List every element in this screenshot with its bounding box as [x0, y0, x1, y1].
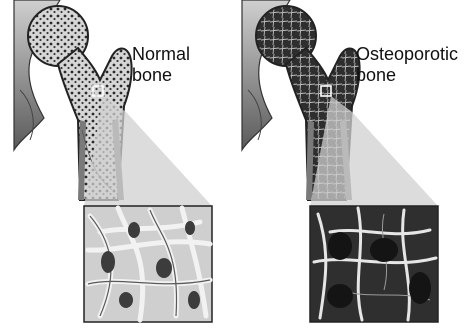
normal-magnified-view	[84, 206, 212, 322]
normal-bone-label-line2: bone	[132, 65, 190, 86]
osteo-magnifier-cone	[310, 96, 438, 206]
normal-bone-label-line1: Normal	[132, 44, 190, 65]
osteoporotic-bone-label-line1: Osteoporotic	[356, 44, 458, 65]
osteo-magnified-view	[310, 206, 438, 322]
normal-bone-label: Normal bone	[132, 44, 190, 86]
normal-magnifier-cone	[84, 96, 212, 206]
osteoporotic-bone-label: Osteoporotic bone	[356, 44, 458, 86]
osteoporotic-bone-label-line2: bone	[356, 65, 458, 86]
